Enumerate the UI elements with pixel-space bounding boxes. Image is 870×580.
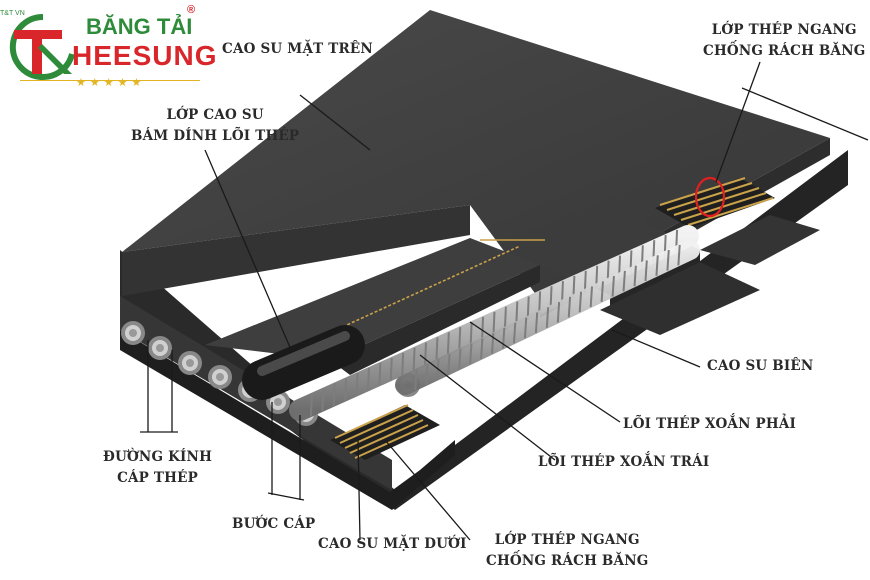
- steel-cord-right-lay: [289, 225, 699, 421]
- label-top-cover: CAO SU MẶT TRÊN: [222, 41, 373, 57]
- adhesion-layer: [205, 238, 540, 360]
- label-edge-rubber: CAO SU BIÊN: [707, 358, 814, 374]
- label-adhesion-layer: LỚP CAO SU BÁM DÍNH LÕI THÉP: [131, 105, 299, 147]
- label-cord-diameter-line1: ĐƯỜNG KÍNH: [103, 449, 213, 465]
- label-bottom-breaker: LỚP THÉP NGANG CHỐNG RÁCH BĂNG: [486, 530, 648, 572]
- label-top-breaker-line2: CHỐNG RÁCH BĂNG: [703, 42, 866, 59]
- label-bottom-breaker-line2: CHỐNG RÁCH BĂNG: [486, 552, 649, 569]
- logo-small-text: T&T VN: [0, 10, 25, 17]
- label-top-breaker-line1: LỚP THÉP NGANG: [711, 22, 857, 38]
- top-breaker-strips: [655, 177, 775, 228]
- label-bottom-breaker-line1: LỚP THÉP NGANG: [494, 532, 640, 548]
- label-top-breaker: LỚP THÉP NGANG CHỐNG RÁCH BĂNG: [703, 20, 865, 62]
- label-right-lay: LÕI THÉP XOẮN PHẢI: [623, 416, 797, 432]
- highlight-circle: [694, 176, 726, 218]
- logo-underline: [20, 80, 200, 81]
- top-cover-front-edge: [122, 205, 470, 296]
- logo-line1: BĂNG TẢI: [86, 14, 193, 39]
- leader-lines: [140, 61, 869, 541]
- label-adhesion-line2: BÁM DÍNH LÕI THÉP: [131, 127, 300, 144]
- label-left-lay: LÕI THÉP XOẮN TRÁI: [538, 454, 710, 470]
- logo-line2: HEESUNG: [72, 40, 218, 71]
- label-adhesion-line1: LỚP CAO SU: [166, 107, 264, 123]
- logo-stars: ★★★★★: [76, 77, 146, 89]
- label-cord-diameter-line2: CÁP THÉP: [117, 469, 198, 486]
- label-cord-diameter: ĐƯỜNG KÍNH CÁP THÉP: [103, 447, 212, 489]
- logo-registered: ®: [187, 4, 196, 16]
- logo-mark-icon: [9, 13, 75, 80]
- brand-logo: T&T VN BĂNG TẢI ® HEESUNG ★★★★★: [0, 0, 218, 90]
- adhesion-cylinder: [242, 325, 365, 400]
- label-cord-pitch: BƯỚC CÁP: [232, 516, 316, 532]
- steel-cord-left-lay: [395, 240, 700, 395]
- label-bottom-cover: CAO SU MẶT DƯỚI: [318, 536, 467, 552]
